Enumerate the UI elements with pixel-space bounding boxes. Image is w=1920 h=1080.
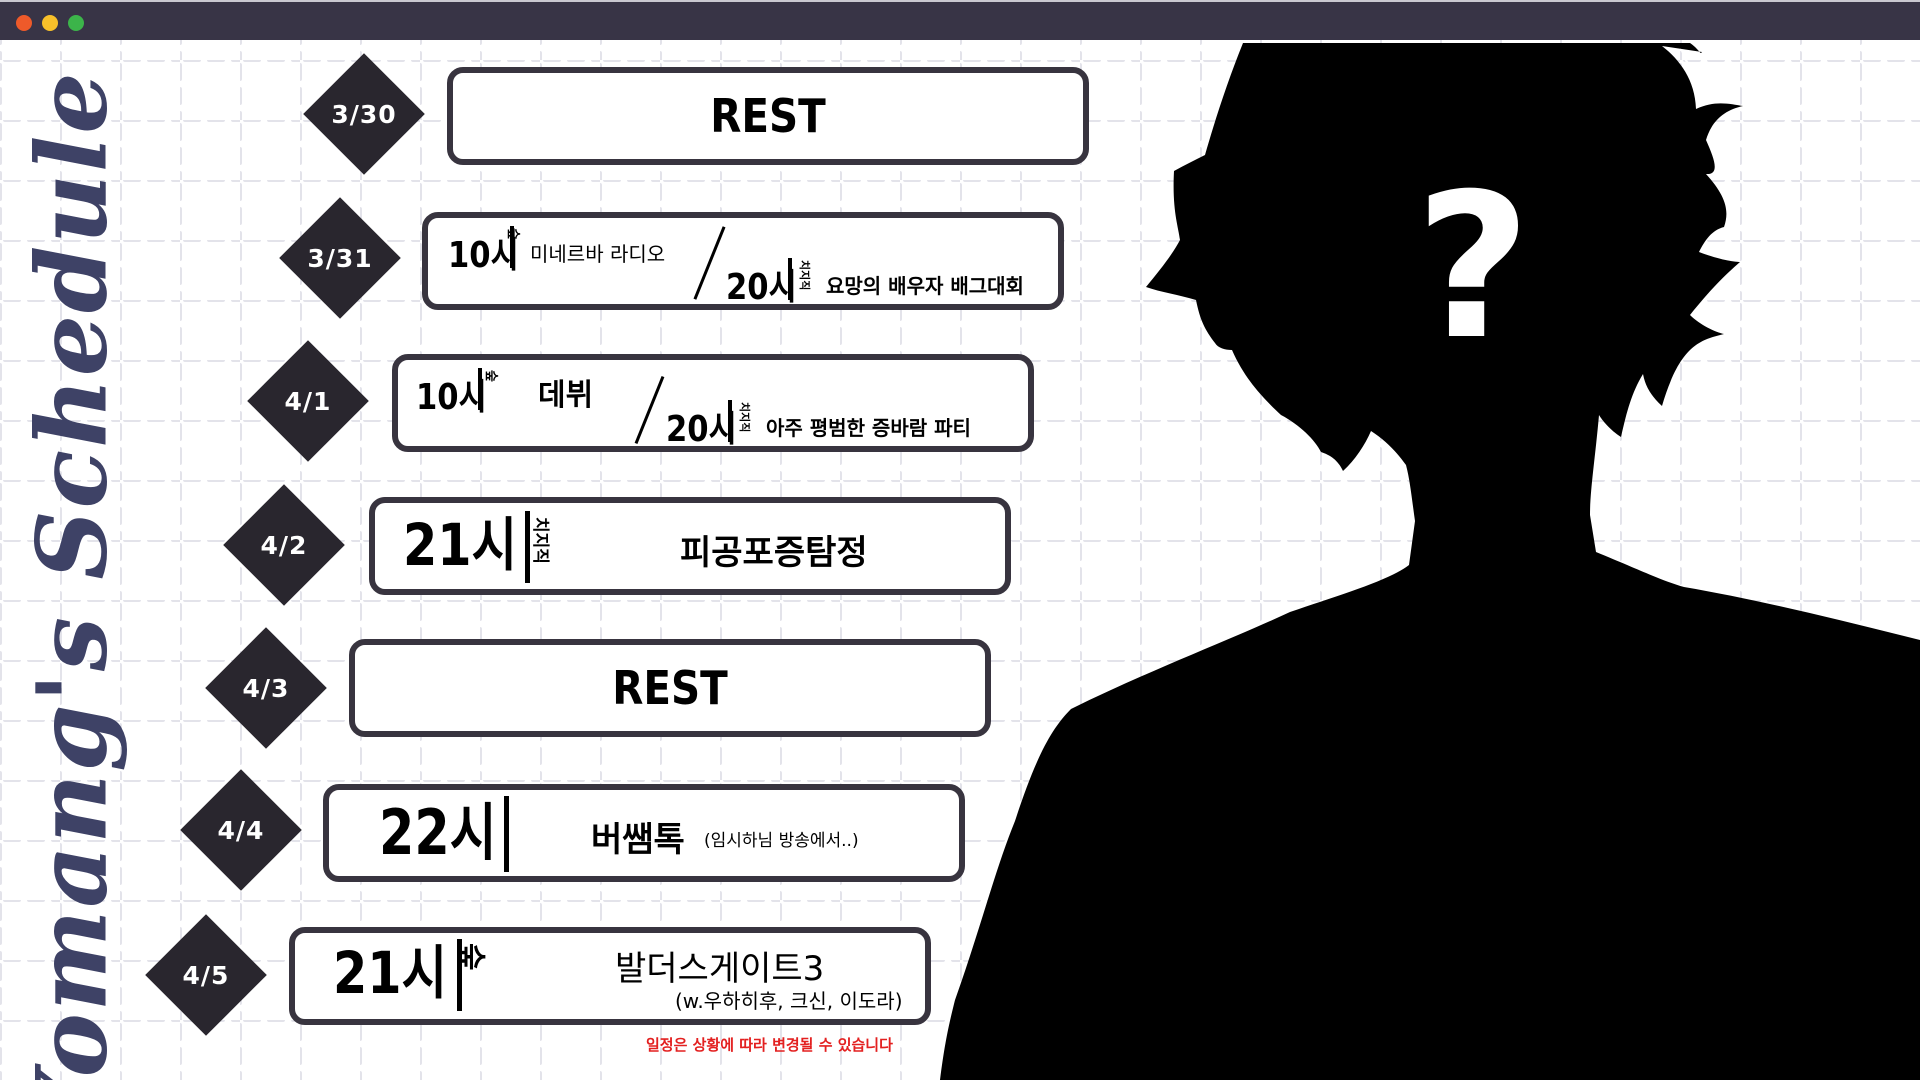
date-badge-4-2: 4/2 <box>223 484 345 606</box>
window-titlebar <box>0 0 1920 40</box>
divider-bar <box>457 939 462 1011</box>
second-title: 아주 평범한 증바람 파티 <box>766 416 971 440</box>
schedule-card-4-2[interactable]: 21시 치지직 피공포증탐정 <box>369 497 1011 595</box>
title: 피공포증탐정 <box>680 533 868 573</box>
divider-bar <box>478 368 482 410</box>
schedule-card-4-5[interactable]: 21시 숲 발더스게이트3 (w.우하히후, 크신, 이도라) <box>289 927 931 1025</box>
first-time: 10시 <box>448 235 519 276</box>
schedule-card-4-4[interactable]: 22시 버쌤톡 (임시하님 방송에서..) <box>323 784 965 882</box>
first-title: 미네르바 라디오 <box>530 242 666 266</box>
schedule-card-4-1[interactable]: 10시 숲 데뷔 20시 치지직 아주 평범한 증바람 파티 <box>392 354 1034 452</box>
date-badge-4-3: 4/3 <box>205 627 327 749</box>
second-time: 20시 <box>666 409 737 450</box>
date-badge-4-5: 4/5 <box>145 914 267 1036</box>
title: 발더스게이트3 <box>615 949 825 989</box>
note: (w.우하히후, 크신, 이도라) <box>675 989 903 1013</box>
divider-bar <box>510 226 514 268</box>
slash-divider <box>634 376 665 444</box>
platform-label: 치지직 <box>530 517 550 564</box>
rest-label: REST <box>710 89 826 143</box>
title: 버쌤톡 <box>591 820 685 860</box>
schedule-card-3-31[interactable]: 10시 숲 미네르바 라디오 20시 치지직 요망의 배우자 배그대회 <box>422 212 1064 310</box>
date-badge-4-4: 4/4 <box>180 769 302 891</box>
question-mark-overlay: ? <box>1414 151 1531 384</box>
page-title: Yomang's Schedule <box>16 71 129 1080</box>
second-title: 요망의 배우자 배그대회 <box>826 274 1024 298</box>
schedule-card-4-3[interactable]: REST <box>349 639 991 737</box>
first-title: 데뷔 <box>538 378 594 413</box>
maximize-window-button[interactable] <box>68 15 84 31</box>
platform-label: 숲 <box>483 370 498 382</box>
note: (임시하님 방송에서..) <box>704 831 859 851</box>
date-badge-4-1: 4/1 <box>247 340 369 462</box>
page-title-text: Yomang's Schedule <box>15 70 129 1080</box>
platform-label: 치지직 <box>738 402 751 433</box>
platform-label: 치지직 <box>798 260 811 291</box>
schedule-change-notice: 일정은 상황에 따라 변경될 수 있습니다 <box>646 1036 893 1054</box>
slash-divider <box>693 226 726 300</box>
time: 21시 <box>333 939 447 1007</box>
time: 22시 <box>379 796 497 869</box>
divider-bar <box>728 400 732 442</box>
minimize-window-button[interactable] <box>42 15 58 31</box>
rest-label: REST <box>612 661 728 715</box>
second-time: 20시 <box>726 267 797 308</box>
platform-label: 숲 <box>452 943 487 971</box>
divider-bar <box>525 511 530 583</box>
schedule-card-3-30[interactable]: REST <box>447 67 1089 165</box>
first-time: 10시 <box>416 377 487 418</box>
time: 21시 <box>403 511 517 579</box>
date-badge-3-30: 3/30 <box>303 53 425 175</box>
mystery-person-silhouette <box>940 43 1920 1080</box>
date-badge-3-31: 3/31 <box>279 197 401 319</box>
schedule-canvas: ? Yomang's Schedule 3/30 REST 3/31 10시 숲… <box>0 40 1920 1080</box>
divider-bar <box>504 796 509 872</box>
divider-bar <box>788 258 792 300</box>
close-window-button[interactable] <box>16 15 32 31</box>
platform-label: 숲 <box>505 228 524 240</box>
